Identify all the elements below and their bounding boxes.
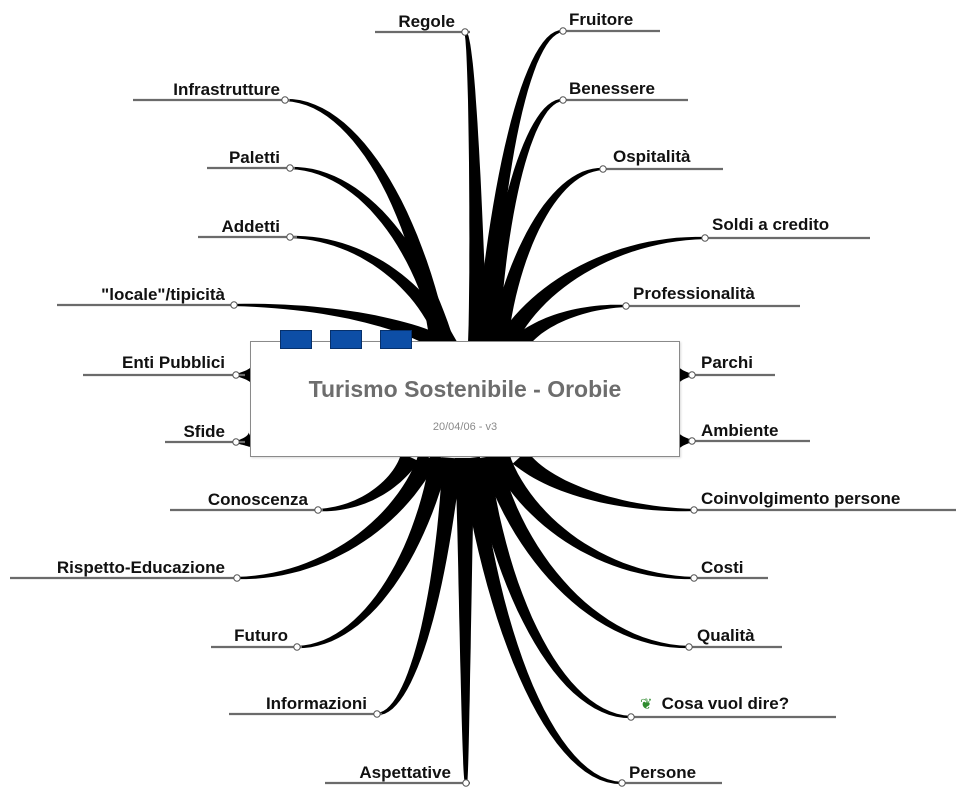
collapse-knob[interactable] [232,371,240,379]
topic-label: "locale"/tipicità [101,285,225,304]
collapse-knob[interactable] [232,438,240,446]
topic-informazioni[interactable]: Informazioni [266,694,367,714]
topic-label: Addetti [221,217,280,236]
topic-label: Ospitalità [613,147,691,166]
topic-benessere[interactable]: Benessere [569,79,655,99]
topic-label: Parchi [701,353,753,372]
collapse-knob[interactable] [373,710,381,718]
collapse-knob[interactable] [690,506,698,514]
topic-soldi-a-credito[interactable]: Soldi a credito [712,215,829,235]
collapse-knob[interactable] [233,574,241,582]
topic-label: Costi [701,558,744,577]
branch-ambiente [678,431,692,451]
topic-sfide[interactable]: Sfide [183,422,225,442]
collapse-knob[interactable] [690,574,698,582]
topic-label: Aspettative [359,763,451,782]
topic-label: Enti Pubblici [122,353,225,372]
topic-qualita[interactable]: Qualità [697,626,755,646]
branch-ospitalita [488,167,603,346]
collapse-knob[interactable] [230,301,238,309]
topic-futuro[interactable]: Futuro [234,626,288,646]
topic-label: Soldi a credito [712,215,830,234]
topic-label: Professionalità [633,284,755,303]
central-topic-title: Turismo Sostenibile - Orobie [308,376,622,402]
branch-aspettative [455,458,475,784]
collapse-knob[interactable] [599,165,607,173]
central-topic-subtitle: 20/04/06 - v3 [432,421,498,433]
topic-label: Qualità [697,626,755,645]
topic-label: Paletti [228,148,280,167]
central-topic[interactable]: Turismo Sostenibile - Orobie 20/04/06 - … [250,341,680,457]
topic-aspettative[interactable]: Aspettative [359,763,451,783]
topic-conoscenza[interactable]: Conoscenza [208,490,308,510]
topic-label: Benessere [569,79,656,98]
topic-fruitore[interactable]: Fruitore [569,10,633,30]
topic-regole[interactable]: Regole [398,12,455,32]
blue-marker-icon[interactable] [330,330,362,349]
topic-label: Coinvolgimento persone [701,489,901,508]
collapse-knob[interactable] [559,27,567,35]
branch-persone [460,456,622,785]
collapse-knob[interactable] [461,28,469,36]
topic-parchi[interactable]: Parchi [701,353,753,373]
question-hint-icon: ❦ [640,696,653,713]
collapse-knob[interactable] [281,96,289,104]
branch-costi [490,452,694,580]
topic-label: Futuro [234,626,288,645]
topic-paletti[interactable]: Paletti [229,148,280,168]
collapse-knob[interactable] [462,779,470,787]
topic-label: Fruitore [569,10,634,29]
branch-informazioni [377,457,462,716]
collapse-knob[interactable] [622,302,630,310]
topic-addetti[interactable]: Addetti [221,217,280,237]
topic-enti-pubblici[interactable]: Enti Pubblici [122,353,225,373]
branch-futuro [297,455,450,649]
collapse-knob[interactable] [286,233,294,241]
topic-ambiente[interactable]: Ambiente [701,421,778,441]
collapse-knob[interactable] [688,371,696,379]
branch-benessere [480,98,563,344]
topic-label: Ambiente [701,421,779,440]
collapse-knob[interactable] [314,506,322,514]
topic-rispetto-educazione[interactable]: Rispetto-Educazione [57,558,225,578]
blue-marker-icon[interactable] [280,330,312,349]
topic-professionalita[interactable]: Professionalità [633,284,755,304]
branch-regole [464,30,488,344]
topic-costi[interactable]: Costi [701,558,744,578]
topic-label: Sfide [183,422,225,441]
collapse-knob[interactable] [685,643,693,651]
branch-parchi [678,365,692,385]
topic-label: Conoscenza [207,490,308,509]
topic-cosa-vuol-dire[interactable]: ❦ Cosa vuol dire? [640,694,789,715]
branch-cosa-vuol-dire [470,456,631,719]
collapse-knob[interactable] [627,713,635,721]
branch-rispetto-educazione [237,453,438,580]
collapse-knob[interactable] [286,164,294,172]
topic-persone[interactable]: Persone [629,763,696,783]
collapse-knob[interactable] [293,643,301,651]
topic-label: Regole [398,12,455,31]
branch-conoscenza [318,452,419,512]
collapse-knob[interactable] [618,779,626,787]
topic-label: Infrastrutture [173,80,280,99]
collapse-knob[interactable] [559,96,567,104]
topic-label: Cosa vuol dire? [661,694,790,713]
topic-ospitalita[interactable]: Ospitalità [613,147,690,167]
topic-label: Informazioni [265,694,367,713]
topic-label: Rispetto-Educazione [56,558,225,577]
branch-qualita [480,454,689,649]
topic-locale-tipicita[interactable]: "locale"/tipicità [101,285,225,305]
collapse-knob[interactable] [688,437,696,445]
topic-label: Persone [629,763,697,782]
branch-coinvolgimento-persone [512,450,694,512]
collapse-knob[interactable] [701,234,709,242]
topic-coinvolgimento-persone[interactable]: Coinvolgimento persone [701,489,900,509]
blue-marker-icon[interactable] [380,330,412,349]
topic-infrastrutture[interactable]: Infrastrutture [173,80,280,100]
